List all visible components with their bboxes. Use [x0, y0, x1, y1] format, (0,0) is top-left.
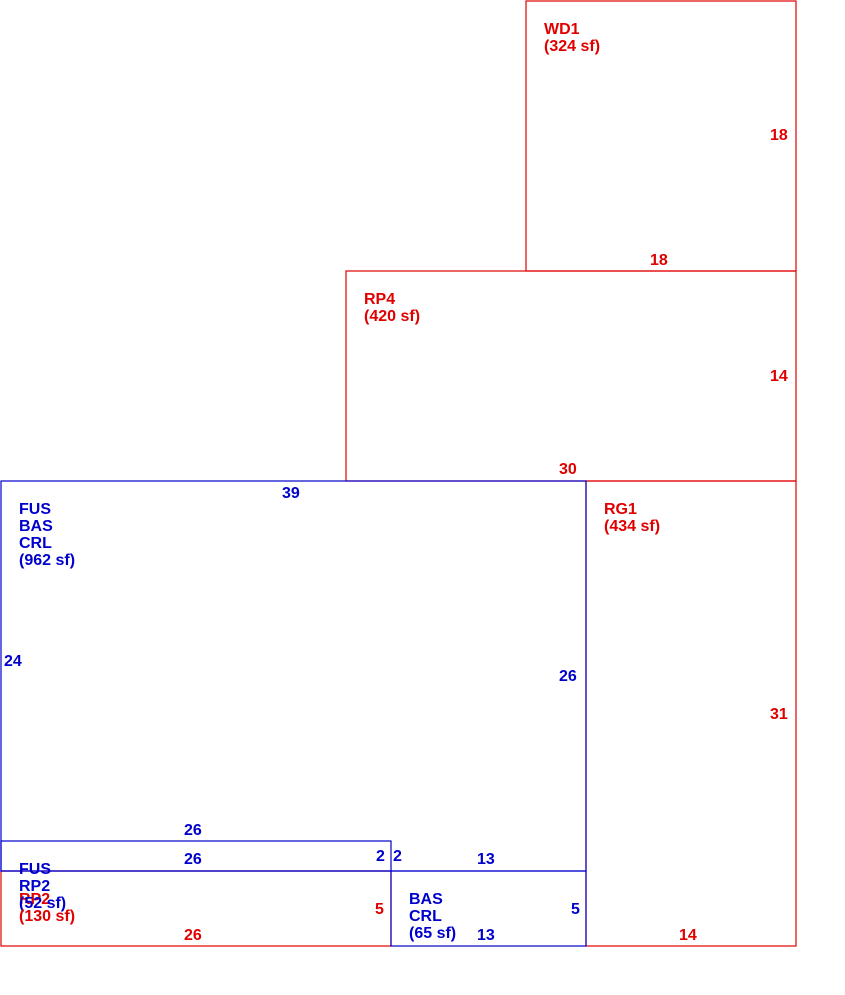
main-top-dimension: 39 — [282, 485, 300, 502]
fus-rp2-code-fus: FUS — [19, 861, 51, 878]
main-code-crl: CRL — [19, 535, 52, 552]
main-bottom-dimension: 26 — [184, 822, 202, 839]
bas-crl-size: (65 sf) — [409, 925, 456, 942]
rg1-bottom-dimension: 14 — [679, 927, 697, 944]
rg1-size: (434 sf) — [604, 518, 660, 535]
bas-crl-bottom-dimension: 13 — [477, 927, 495, 944]
bas-crl-code-bas: BAS — [409, 891, 443, 908]
wd1-size: (324 sf) — [544, 38, 600, 55]
main-left-dimension: 24 — [4, 653, 22, 670]
fus-rp2-top-dimension: 26 — [184, 851, 202, 868]
bas-crl-outline — [390, 870, 587, 947]
bas-crl-top-dimension: 13 — [477, 851, 495, 868]
rg1-outline — [585, 480, 797, 947]
rp2-code: RP2 — [19, 891, 50, 908]
bas-crl-left-dimension: 2 — [393, 848, 402, 865]
main-size: (962 sf) — [19, 552, 75, 569]
rg1-right-dimension: 31 — [770, 706, 788, 723]
rp4-right-dimension: 14 — [770, 368, 788, 385]
wd1-bottom-dimension: 18 — [650, 252, 668, 269]
rp2-right-dimension: 5 — [375, 901, 384, 918]
fus-rp2-size: (52 sf) — [19, 895, 66, 912]
main-code-fus: FUS — [19, 501, 51, 518]
fus-rp2-outline — [0, 840, 392, 872]
fus-rp2-right-dimension: 2 — [376, 848, 385, 865]
bas-crl-right-dimension: 5 — [571, 901, 580, 918]
wd1-right-dimension: 18 — [770, 127, 788, 144]
rg1-code: RG1 — [604, 501, 637, 518]
rp4-code: RP4 — [364, 291, 395, 308]
rp4-size: (420 sf) — [364, 308, 420, 325]
main-right-dimension: 26 — [559, 668, 577, 685]
wd1-code: WD1 — [544, 21, 580, 38]
rp4-outline — [345, 270, 797, 482]
rp2-bottom-dimension: 26 — [184, 927, 202, 944]
bas-crl-code-crl: CRL — [409, 908, 442, 925]
main-code-bas: BAS — [19, 518, 53, 535]
rp2-size: (130 sf) — [19, 908, 75, 925]
rp4-bottom-dimension: 30 — [559, 461, 577, 478]
fus-rp2-code-rp2: RP2 — [19, 878, 50, 895]
main-living-outline — [0, 480, 587, 872]
